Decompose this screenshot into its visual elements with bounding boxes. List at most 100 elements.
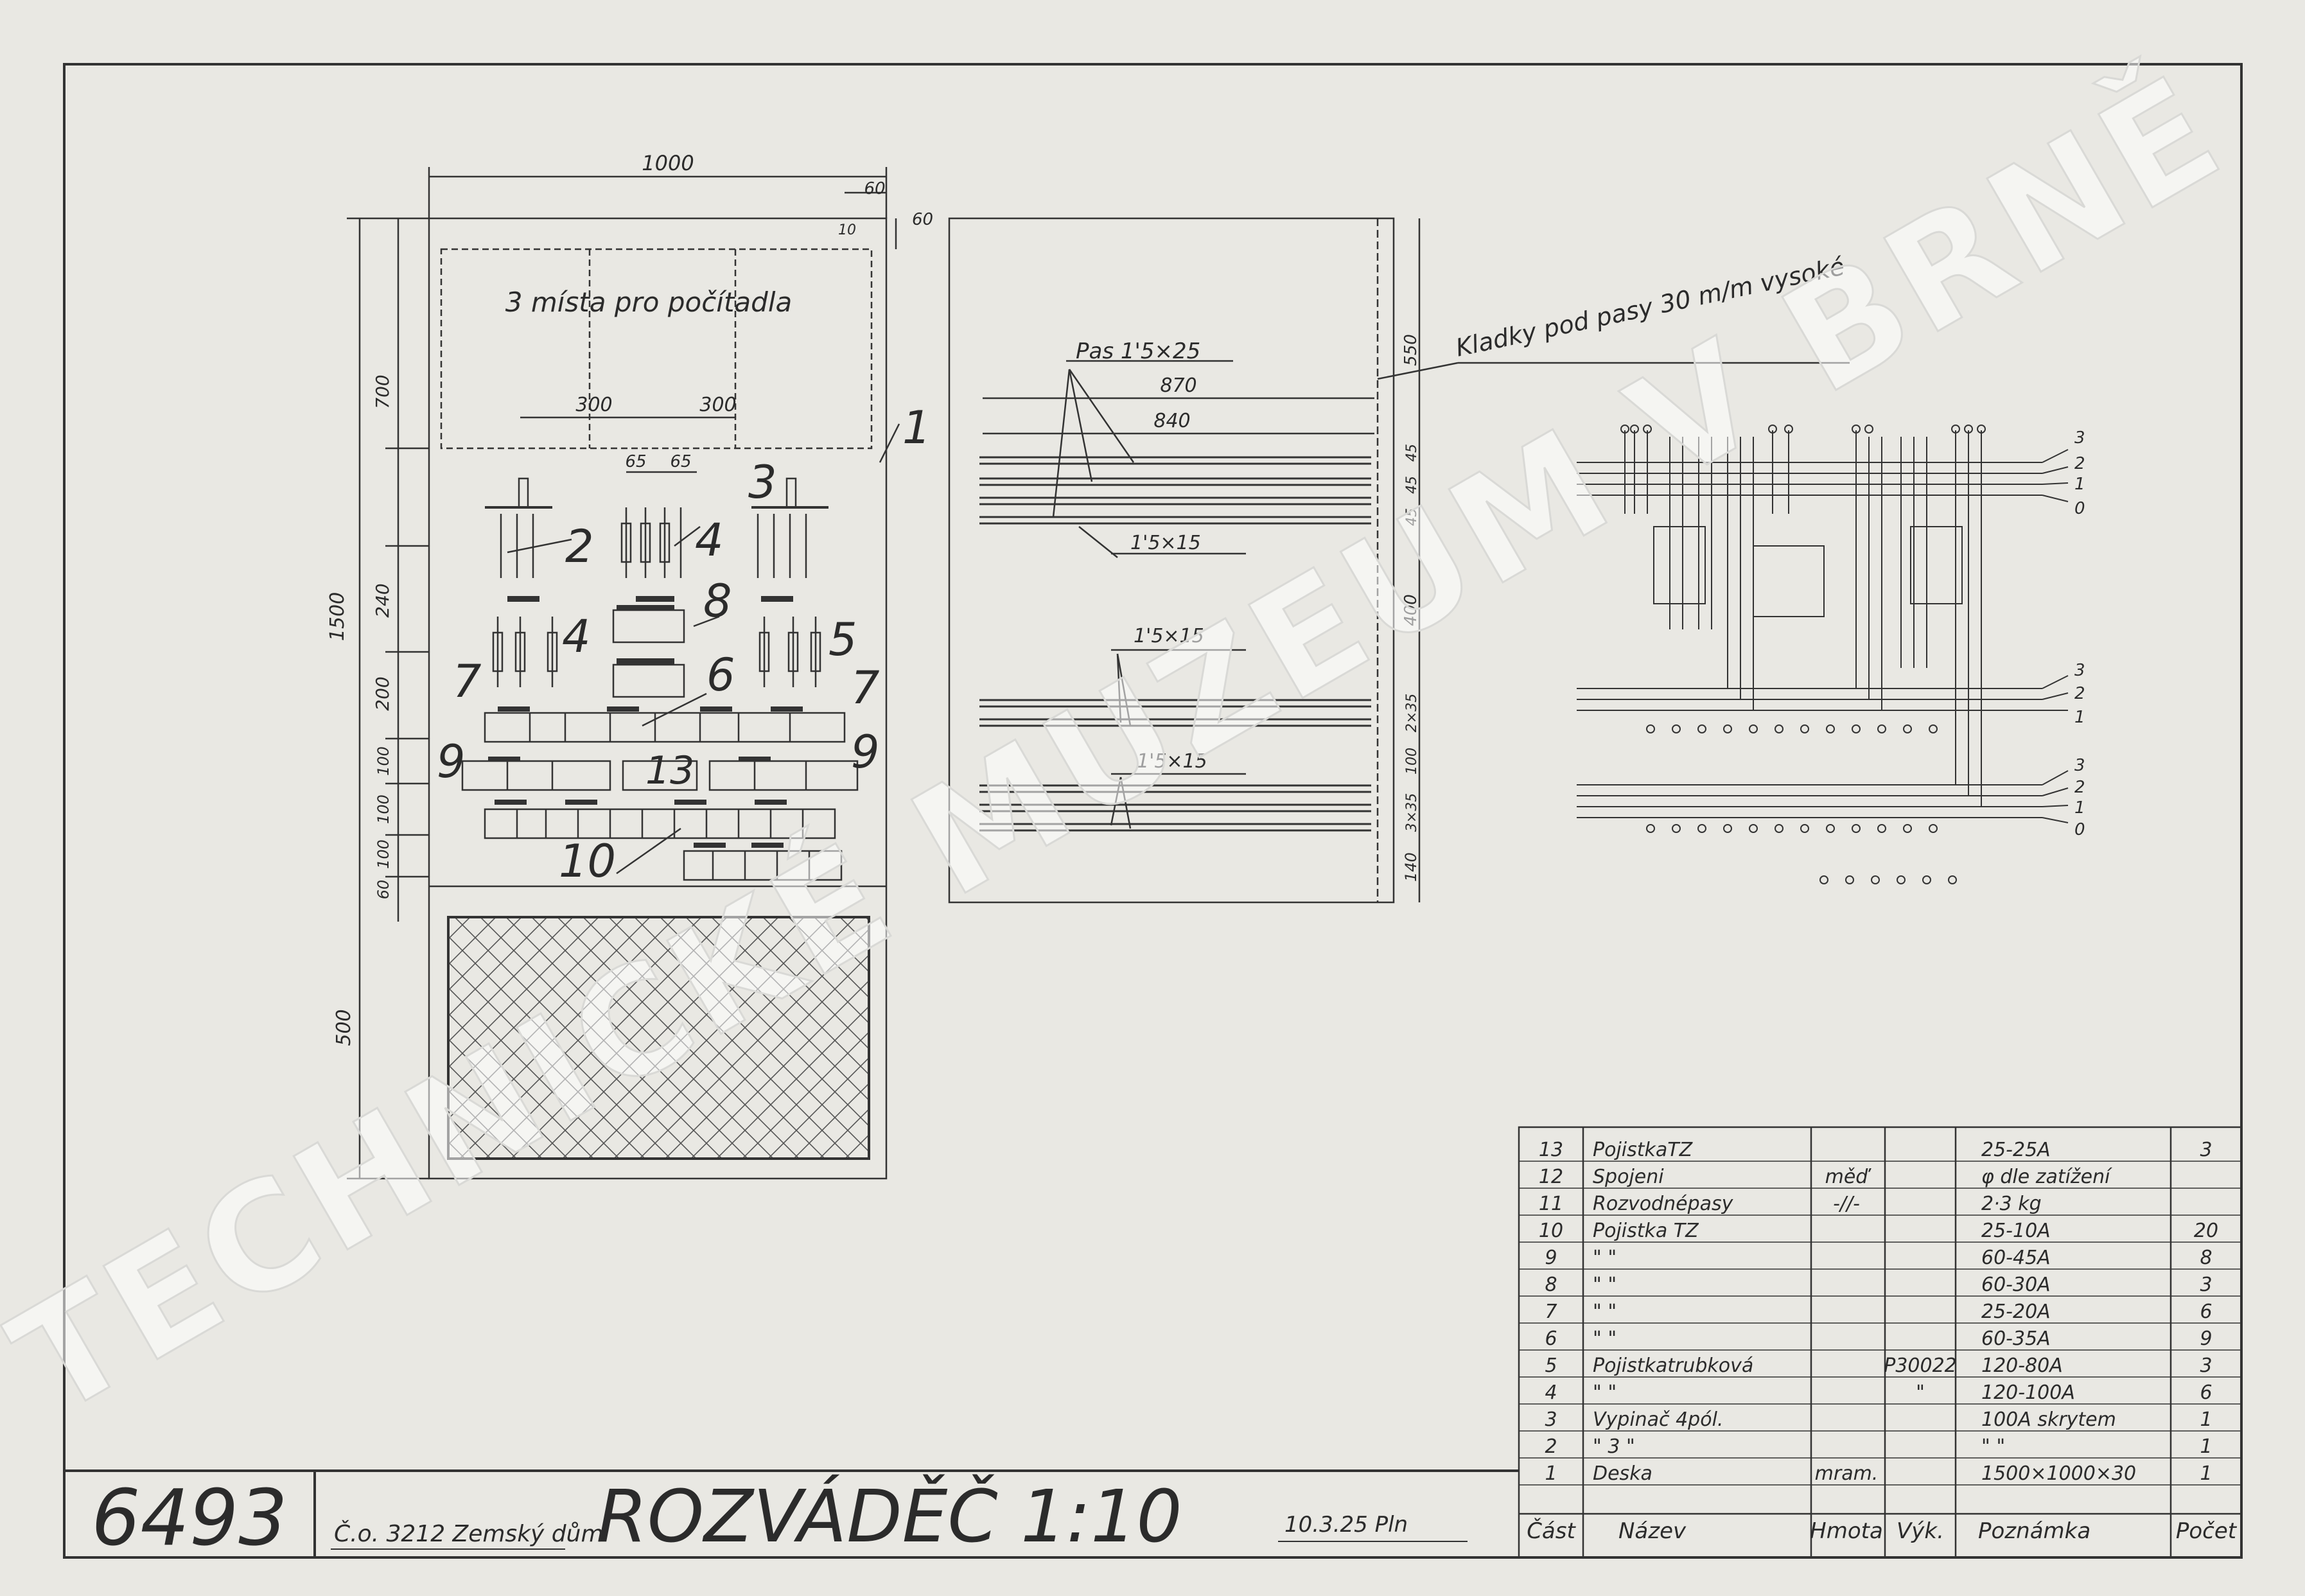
table-cell-count: 20 [2194,1220,2218,1242]
table-cell-part: 2 [1545,1435,1557,1458]
phase-labels: 3 2 1 0 3 2 1 3 2 1 0 [2074,428,2085,839]
table-cell-part: 10 [1539,1220,1563,1242]
dim-height-lower: 500 [333,1009,355,1046]
parts-table [1518,1126,2243,1559]
switch-2 [485,477,552,578]
outlet-terminals [1620,425,1986,884]
table-cell-name: Pojistka TZ [1593,1220,1699,1242]
front-view-labels: 3 místa pro počítadla 1000 60 60 10 300 … [326,151,933,1046]
phase-mid-1: 1 [2074,708,2085,727]
item-mark-10: 10 [559,835,616,888]
table-header-name: Název [1618,1518,1687,1544]
dim-height-total: 1500 [326,592,349,641]
table-header-note: Poznámka [1978,1518,2090,1544]
table-cell-name: " " [1593,1247,1617,1269]
front-view [347,167,900,1180]
table-header-maker: Výk. [1897,1518,1944,1544]
table-cell-note: 100A skrytem [1981,1408,2116,1431]
title-block: 6493 Č.o. 3212 Zemský dům ROZVÁDĚČ 1:10 … [64,1469,1519,1563]
table-header-count: Počet [2176,1518,2238,1544]
dim-spacing-d: 65 [670,452,691,471]
tube-fuses-4-top [620,507,682,578]
lower-panel [447,916,870,1160]
item-mark-4a: 4 [695,514,724,566]
dim-right-3x35: 3×35 [1404,793,1420,832]
tube-fuses-5 [758,617,821,687]
dim-height-row2: 100 [374,794,392,824]
bar-label-low1: 1'5×15 [1134,625,1204,647]
dim-height-row1: 100 [374,746,392,776]
item-mark-9a: 9 [437,735,466,788]
table-cell-name: " " [1593,1274,1617,1296]
table-cell-note: 120-100A [1981,1381,2075,1404]
table-cell-name: Deska [1593,1462,1652,1485]
table-cell-count: 3 [2200,1355,2212,1377]
dim-height-bottom: 60 [374,880,392,900]
fuse-bars [488,596,803,848]
table-cell-note: 60-35A [1981,1328,2051,1350]
table-cell-maker: " [1916,1381,1925,1404]
table-cell-part: 4 [1545,1381,1557,1404]
phase-mid-3: 3 [2074,661,2085,680]
table-cell-count: 9 [2200,1328,2212,1350]
table-cell-part: 5 [1545,1355,1557,1377]
table-cell-part: 7 [1545,1301,1557,1323]
table-header-material: Hmota [1810,1518,1883,1544]
dim-edge-top-right: 60 [864,179,885,198]
item-mark-6: 6 [706,649,735,701]
board-outline [428,217,888,1180]
bar-label-top: Pas 1'5×25 [1076,338,1200,364]
table-cell-note: 2·3 kg [1981,1193,2042,1215]
item-mark-9b: 9 [851,726,880,778]
table-cell-maker: P30022 [1884,1355,1957,1377]
phase-bot-1: 1 [2074,798,2085,818]
item-mark-13: 13 [645,748,694,793]
drawing-title: ROZVÁDĚČ 1:10 [597,1474,1182,1559]
table-cell-material: měď [1825,1166,1872,1188]
table-cell-part: 1 [1545,1462,1557,1485]
dim-right-140: 140 [1402,852,1420,882]
dim-right-2x35: 2×35 [1404,694,1420,732]
table-cell-note: 25-25A [1981,1139,2051,1161]
phase-top-0: 0 [2074,499,2085,518]
dim-right-45b: 45 [1404,476,1420,494]
drawing-number: 6493 [91,1474,287,1563]
table-cell-name: Rozvodnépasy [1593,1193,1734,1215]
phase-top-2: 2 [2074,454,2085,473]
switch-3 [751,477,828,578]
item-mark-2: 2 [565,520,594,573]
table-cell-part: 6 [1545,1328,1557,1350]
table-cell-name: " " [1593,1301,1617,1323]
dim-height-mid1: 240 [372,583,393,617]
table-cell-count: 1 [2200,1462,2212,1485]
bar-label-mid: 1'5×15 [1130,532,1201,554]
table-cell-count: 3 [2200,1274,2212,1296]
phase-bot-2: 2 [2074,778,2085,797]
dim-height-top: 700 [372,374,393,408]
table-cell-material: mram. [1815,1462,1879,1485]
table-cell-name: PojistkaTZ [1593,1139,1694,1161]
dim-spacing-c: 65 [625,452,646,471]
bus-bars [979,456,1371,832]
date-signature: 10.3.25 Pln [1284,1512,1408,1538]
table-cell-material: -//- [1833,1193,1860,1215]
table-cell-note: 25-10A [1981,1220,2051,1242]
table-cell-part: 11 [1539,1193,1563,1215]
phase-bot-3: 3 [2074,756,2085,775]
table-cell-name: " " [1593,1328,1617,1350]
item-mark-1: 1 [902,401,931,454]
dim-right-45a: 45 [1404,444,1420,462]
item-mark-7a: 7 [453,655,482,708]
wiring-schematic [1577,430,2069,823]
dim-height-row3: 100 [374,839,392,869]
phase-top-3: 3 [2074,428,2085,448]
table-cell-count: 6 [2200,1381,2212,1404]
item-mark-3: 3 [748,456,777,509]
table-cell-note: 60-45A [1981,1247,2051,1269]
dim-height-mid2: 200 [372,676,393,710]
item-mark-7b: 7 [851,662,880,714]
table-cell-name: " 3 " [1593,1435,1635,1458]
table-cell-count: 1 [2200,1408,2212,1431]
table-cell-note: " " [1981,1435,2005,1458]
table-cell-part: 12 [1539,1166,1563,1188]
